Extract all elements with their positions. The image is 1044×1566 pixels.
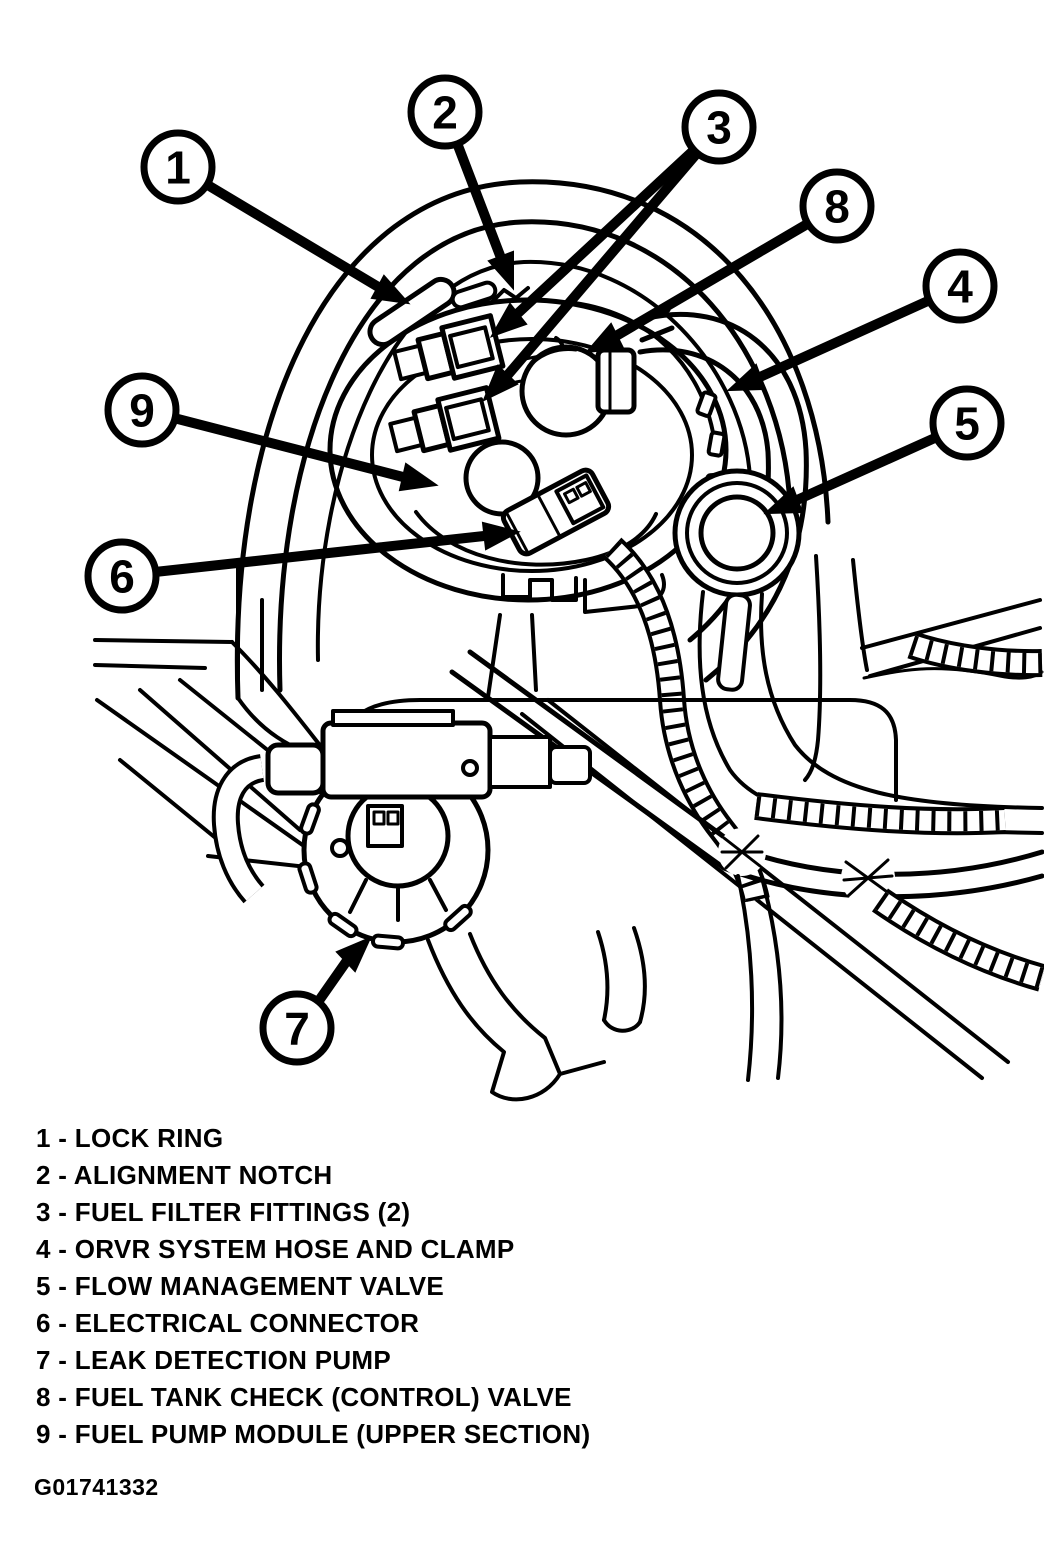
callout-4: 4 [726, 248, 998, 392]
leak-detection-pump [211, 698, 898, 1102]
flow-management-valve [672, 468, 802, 692]
legend-item-2: 2 - ALIGNMENT NOTCH [36, 1160, 333, 1190]
ldp-diaphragm [345, 783, 451, 889]
figure-code: G01741332 [34, 1474, 159, 1500]
tape-wrap [841, 851, 895, 905]
wiring-harness [449, 649, 1044, 1082]
callout-8-circle [799, 168, 875, 244]
callout-9-circle [104, 372, 180, 448]
callout-5-circle [929, 385, 1005, 461]
ldp-solenoid [320, 720, 493, 800]
callout-9-label: 9 [129, 385, 155, 437]
callout-8: 8 [584, 168, 875, 354]
callout-6-circle [84, 538, 160, 614]
callout-1-label: 1 [165, 142, 191, 194]
callout-7-circle [259, 990, 335, 1066]
callout-3-label: 3 [706, 102, 732, 154]
callout-1-circle [140, 129, 216, 205]
legend-item-5: 5 - FLOW MANAGEMENT VALVE [36, 1271, 445, 1301]
legend-item-6: 6 - ELECTRICAL CONNECTOR [36, 1308, 420, 1338]
callout-3-circle [681, 89, 757, 165]
tape-wrap [718, 828, 766, 876]
corrugated-tubes-right [754, 631, 1044, 992]
legend: 1 - LOCK RING 2 - ALIGNMENT NOTCH 3 - FU… [36, 1120, 590, 1453]
callout-9: 9 [104, 372, 439, 492]
callout-7-label: 7 [284, 1003, 310, 1055]
callout-6: 6 [84, 521, 521, 614]
vent-tubes-right [697, 590, 1044, 835]
electrical-connector [463, 439, 612, 557]
legend-item-1: 1 - LOCK RING [36, 1123, 224, 1153]
legend-item-9: 9 - FUEL PUMP MODULE (UPPER SECTION) [36, 1419, 591, 1449]
callout-8-label: 8 [824, 181, 850, 233]
legend-item-7: 7 - LEAK DETECTION PUMP [36, 1345, 392, 1375]
callout-4-circle [922, 248, 998, 324]
fuel-tank-check-valve [519, 344, 637, 438]
fuel-filter-fittings [388, 313, 506, 454]
callout-2: 2 [407, 74, 514, 291]
legend-item-8: 8 - FUEL TANK CHECK (CONTROL) VALVE [36, 1382, 572, 1412]
callout-5: 5 [763, 385, 1005, 515]
callout-6-label: 6 [109, 551, 135, 603]
callout-2-circle [407, 74, 483, 150]
callout-1: 1 [140, 129, 411, 305]
legend-item-4: 4 - ORVR SYSTEM HOSE AND CLAMP [36, 1234, 515, 1264]
callout-4-label: 4 [947, 261, 973, 313]
callout-7: 7 [259, 936, 372, 1066]
callout-3: 3 [482, 89, 757, 403]
fuel-pump-module-diagram: 1 2 3 8 4 [84, 74, 1044, 1102]
tank-opening-dome [234, 179, 831, 701]
legend-item-3: 3 - FUEL FILTER FITTINGS (2) [36, 1197, 411, 1227]
callout-5-label: 5 [954, 398, 980, 450]
alignment-notch [490, 286, 530, 304]
callout-2-label: 2 [432, 87, 458, 139]
